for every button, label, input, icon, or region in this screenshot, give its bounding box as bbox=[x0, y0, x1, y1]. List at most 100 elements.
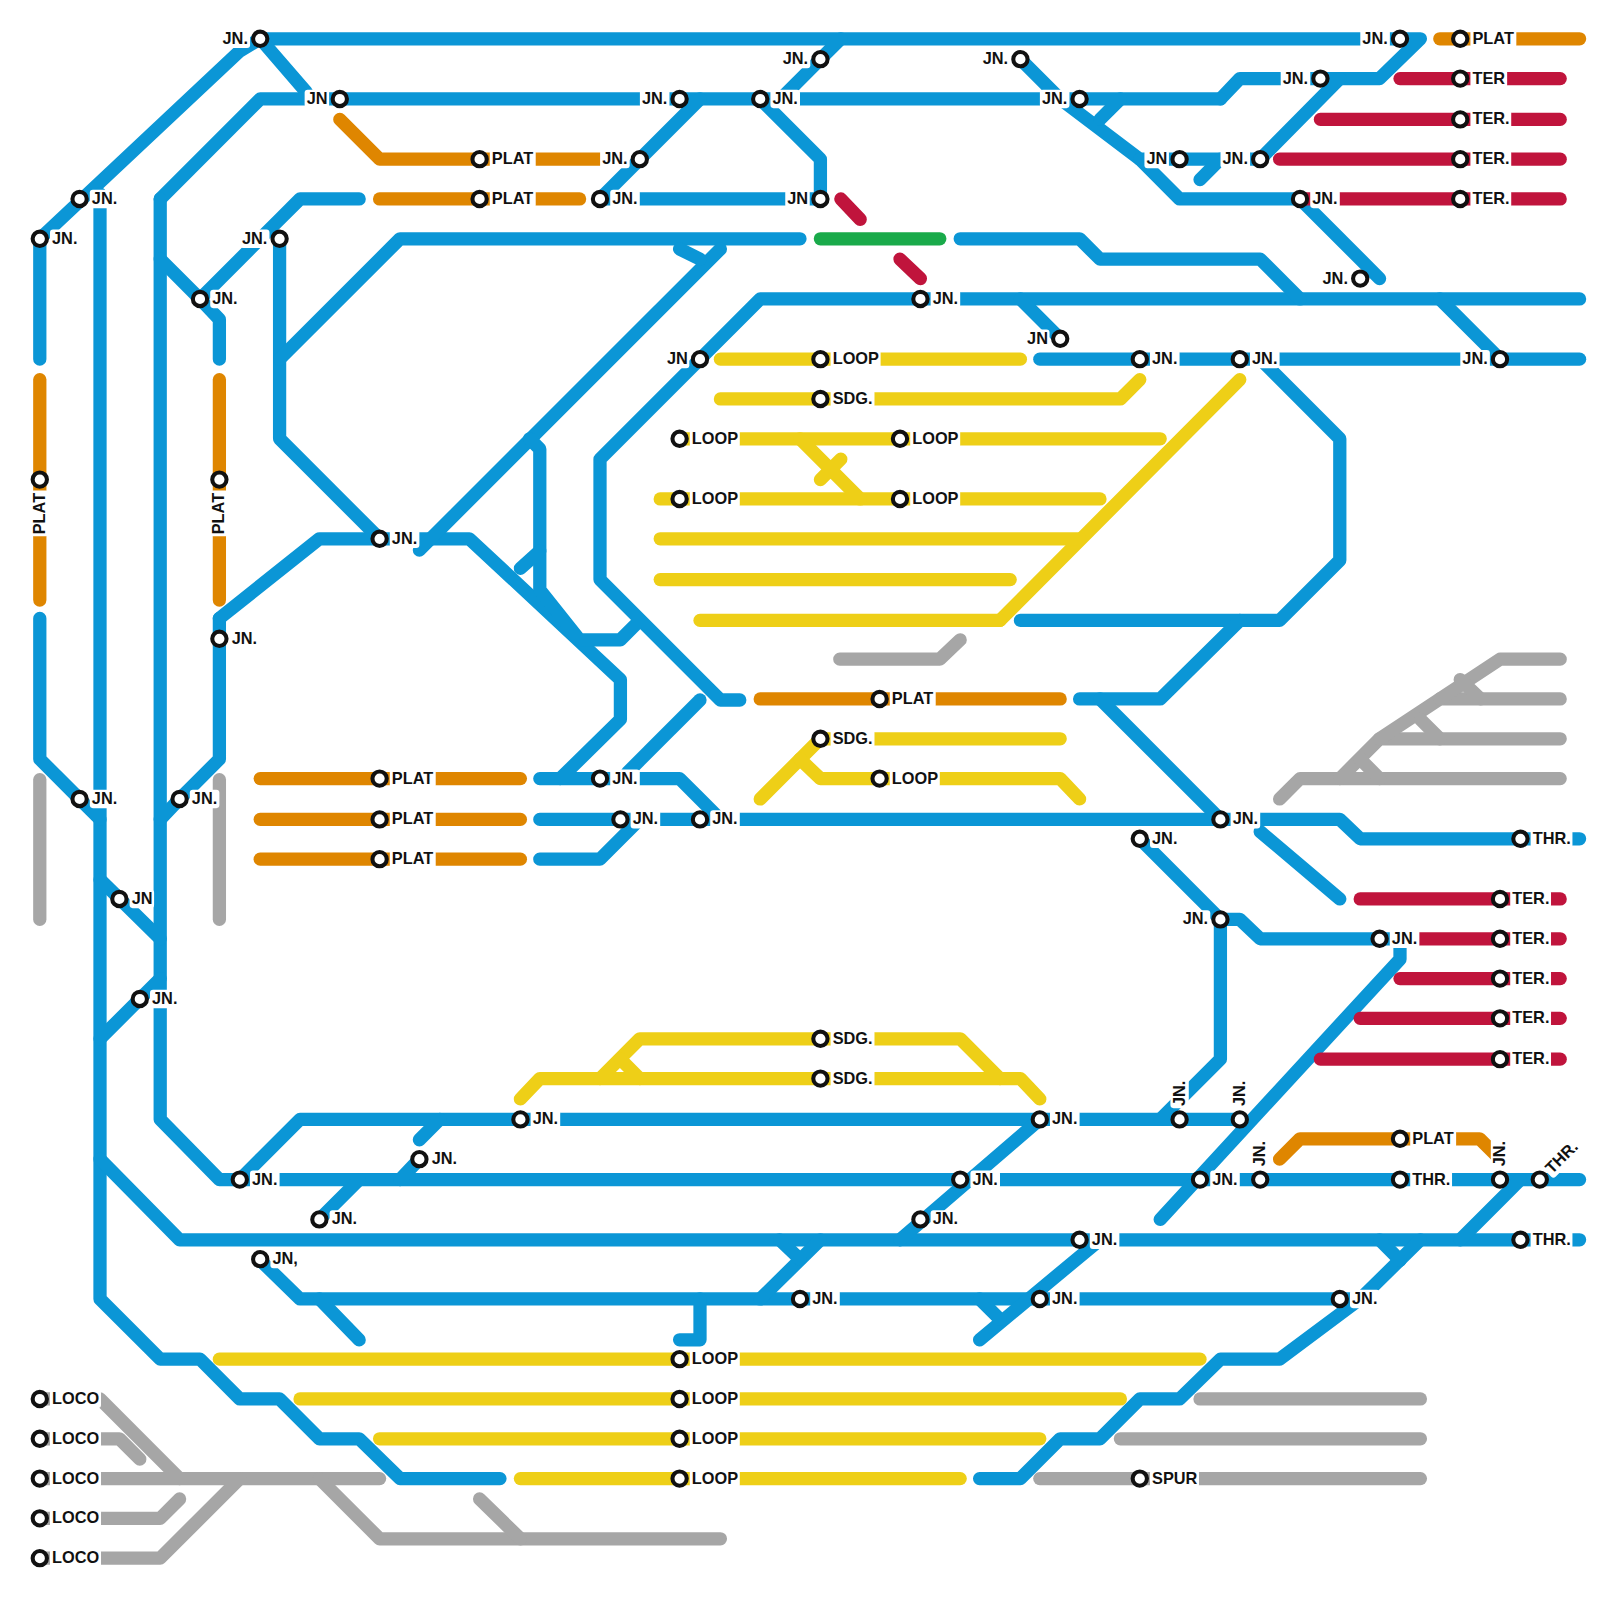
track-segment bbox=[841, 199, 860, 219]
terminal-track bbox=[841, 79, 1560, 1060]
label-anchor: TER. bbox=[1510, 930, 1551, 948]
track-label: JN. bbox=[531, 1110, 560, 1128]
label-anchor: JN. bbox=[1360, 30, 1389, 48]
track-label: JN. bbox=[1221, 150, 1250, 168]
track-label: PLAT bbox=[390, 810, 436, 828]
label-anchor: THR. bbox=[1531, 1231, 1573, 1249]
label-anchor: JN. bbox=[970, 1170, 999, 1188]
track-segment bbox=[319, 1299, 359, 1340]
station-marker bbox=[333, 92, 347, 106]
label-anchor: JN. bbox=[610, 190, 639, 208]
special-track bbox=[820, 238, 939, 239]
label-anchor: JN. bbox=[631, 810, 660, 828]
track-label: JN. bbox=[230, 630, 259, 648]
track-label: JN. bbox=[1231, 810, 1260, 828]
label-anchor: JN. bbox=[981, 50, 1010, 68]
track-label: LOOP bbox=[690, 1469, 740, 1487]
track-segment bbox=[33, 780, 46, 920]
track-label: PLAT bbox=[890, 690, 936, 708]
label-anchor: LOCO bbox=[50, 1469, 101, 1487]
label-anchor: JN. bbox=[1150, 350, 1179, 368]
track-label: PLAT bbox=[390, 850, 436, 868]
station-marker bbox=[72, 192, 86, 206]
track-label: LOOP bbox=[910, 430, 960, 448]
station-marker bbox=[253, 1252, 267, 1266]
label-anchor: LOOP bbox=[910, 490, 960, 508]
track-segment bbox=[600, 1039, 1000, 1079]
track-segment bbox=[800, 759, 1080, 799]
station-marker bbox=[693, 812, 707, 826]
label-anchor: LOCO bbox=[50, 1509, 101, 1527]
station-marker bbox=[1493, 352, 1507, 366]
track-label: TER. bbox=[1470, 190, 1511, 208]
label-anchor: PLAT bbox=[210, 491, 228, 537]
track-segment bbox=[660, 532, 1079, 545]
station-marker bbox=[813, 192, 827, 206]
track-segment bbox=[520, 1472, 960, 1485]
label-anchor: SPUR bbox=[1150, 1469, 1199, 1487]
track-label: JN bbox=[665, 350, 690, 368]
track-label: JN. bbox=[781, 50, 810, 68]
station-marker bbox=[813, 1032, 827, 1046]
track-segment bbox=[628, 700, 700, 772]
track-segment bbox=[1200, 1392, 1420, 1405]
track-segment bbox=[1440, 659, 1560, 699]
track-label: JN. bbox=[150, 990, 179, 1008]
track-segment bbox=[1380, 1240, 1400, 1260]
station-marker bbox=[472, 192, 486, 206]
label-anchor: JN. bbox=[1050, 1290, 1079, 1308]
track-segment bbox=[1100, 99, 1120, 119]
label-anchor: JN. bbox=[1231, 1079, 1249, 1108]
track-label: TER. bbox=[1510, 890, 1551, 908]
label-anchor: SDG. bbox=[831, 1069, 875, 1087]
label-anchor: JN. bbox=[1491, 1139, 1509, 1168]
track-label: LOOP bbox=[831, 350, 881, 368]
label-anchor: JN. bbox=[240, 230, 269, 248]
station-marker bbox=[1253, 152, 1267, 166]
track-label: LOCO bbox=[50, 1430, 101, 1448]
station-marker bbox=[1493, 892, 1507, 906]
station-marker bbox=[1233, 352, 1247, 366]
station-marker bbox=[693, 352, 707, 366]
label-anchor: SDG. bbox=[831, 1030, 875, 1048]
station-marker bbox=[633, 152, 647, 166]
track-segment bbox=[1420, 719, 1439, 738]
track-segment bbox=[620, 1059, 639, 1078]
station-marker bbox=[1513, 832, 1527, 846]
track-segment bbox=[240, 1119, 1240, 1179]
track-label: JN. bbox=[1321, 269, 1350, 287]
station-marker bbox=[513, 1112, 527, 1126]
station-marker bbox=[1393, 32, 1407, 46]
track-segment bbox=[260, 39, 306, 92]
running-track bbox=[40, 39, 1580, 1479]
label-anchor: JN bbox=[665, 350, 690, 368]
label-anchor: TER. bbox=[1510, 890, 1551, 908]
track-label: LOOP bbox=[690, 1350, 740, 1368]
track-segment bbox=[1460, 680, 1480, 699]
track-label: THR. bbox=[1410, 1170, 1452, 1188]
track-label: JN. bbox=[931, 1210, 960, 1228]
track-segment bbox=[520, 551, 539, 568]
track-segment bbox=[100, 979, 160, 1039]
track-label: JN. bbox=[1090, 1231, 1119, 1249]
label-anchor: TER. bbox=[1470, 150, 1511, 168]
track-label: JN. bbox=[1170, 1079, 1188, 1108]
station-marker bbox=[672, 432, 686, 446]
track-segment bbox=[980, 1299, 1000, 1319]
track-segment bbox=[100, 1159, 1580, 1240]
label-anchor: THR. bbox=[1410, 1170, 1452, 1188]
track-segment bbox=[780, 1240, 800, 1259]
label-anchor: PLAT bbox=[490, 150, 536, 168]
label-anchor: JN. bbox=[250, 1170, 279, 1188]
track-label: JN. bbox=[1050, 1110, 1079, 1128]
track-label: JN. bbox=[631, 810, 660, 828]
label-anchor: JN. bbox=[1090, 1231, 1119, 1249]
track-label: JN. bbox=[221, 30, 250, 48]
label-anchor: SDG. bbox=[831, 390, 875, 408]
track-label: JN. bbox=[931, 290, 960, 308]
siding-track bbox=[40, 640, 1560, 1558]
station-marker bbox=[813, 732, 827, 746]
station-marker bbox=[913, 1212, 927, 1226]
track-segment bbox=[319, 1479, 720, 1539]
label-anchor: LOOP bbox=[690, 1390, 740, 1408]
